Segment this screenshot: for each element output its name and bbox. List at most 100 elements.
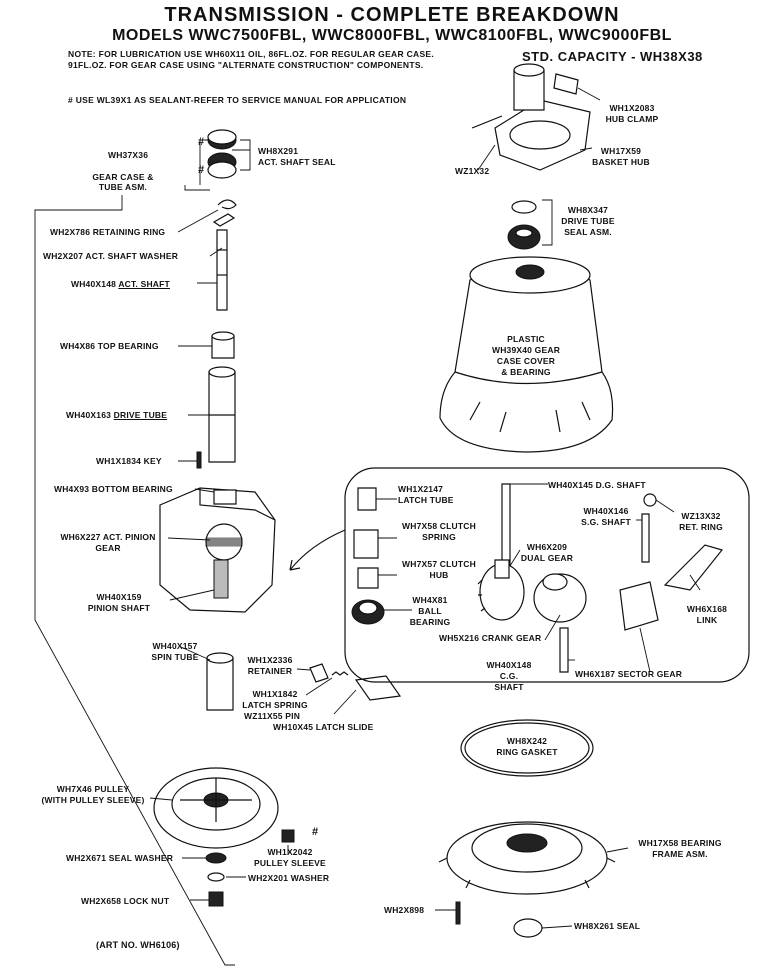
label-bearing-frame-line1: WH17X58 BEARING (638, 838, 722, 848)
ring-gasket-part (461, 720, 593, 776)
top-bearing-part (212, 332, 234, 358)
label-latch-tube-line1: WH1X2147 (398, 484, 444, 494)
latch-tube-part (358, 488, 376, 510)
washer-part (208, 873, 224, 881)
basket-hub-part (495, 64, 590, 170)
dual-gear-part (478, 560, 524, 620)
label-dual-gear-line2: DUAL GEAR (520, 553, 574, 563)
label-hub-clamp-line1: WH1X2083 (609, 103, 655, 113)
label-pulley-line1: WH7X46 PULLEY (56, 784, 130, 794)
label-ring-gasket-line1: WH8X242 (506, 736, 548, 746)
label-cover-line3: CASE COVER (496, 356, 556, 366)
label-latch-tube-line2: LATCH TUBE (398, 495, 454, 505)
label-wh37x36: WH37X36 (108, 150, 149, 160)
link-part (665, 545, 722, 590)
label-basket-hub-line2: BASKET HUB (592, 157, 650, 167)
label-spin-tube-line2: SPIN TUBE (151, 652, 199, 662)
label-wh2x898: WH2X898 (384, 905, 425, 915)
label-cover-line1: PLASTIC (507, 334, 545, 344)
label-basket-hub-line1: WH17X59 (600, 146, 642, 156)
label-spin-tube-line1: WH40X157 (152, 641, 198, 651)
sealant-hash-2: # (198, 164, 205, 176)
gear-case-cover-part (440, 257, 613, 452)
label-retainer-line1: WH1X2336 (247, 655, 293, 665)
gear-case-body (160, 488, 275, 612)
ret-ring-part (644, 494, 656, 506)
label-pinion-gear-line1: WH6X227 ACT. PINION (60, 532, 156, 542)
spin-tube-part (207, 653, 233, 710)
sealant-note: # USE WL39X1 AS SEALANT-REFER TO SERVICE… (68, 95, 407, 105)
drive-tube-name: DRIVE TUBE (113, 410, 168, 420)
label-sector-gear: WH6X187 SECTOR GEAR (575, 669, 683, 679)
act-shaft-part (217, 230, 227, 310)
key-part (197, 452, 201, 468)
label-clutch-hub-line2: HUB (429, 570, 449, 580)
label-pinion-shaft-line1: WH40X159 (96, 592, 142, 602)
models-line: MODELS WWC7500FBL, WWC8000FBL, WWC8100FB… (112, 27, 672, 44)
clutch-hub-part (358, 568, 378, 588)
label-hub-clamp-line2: HUB CLAMP (605, 114, 659, 124)
label-cg-shaft-line2: C.G. (499, 671, 519, 681)
label-pulley-sleeve-line1: WH1X2042 (267, 847, 313, 857)
cg-shaft-part (560, 628, 568, 672)
art-number: (ART NO. WH6106) (96, 940, 180, 950)
label-key: WH1X1834 KEY (96, 456, 162, 466)
gear-case-bracket (35, 185, 235, 965)
latch-spring-part (332, 672, 348, 675)
bearing-frame-part (439, 822, 615, 894)
crank-gear-part (534, 574, 586, 622)
label-retainer-line2: RETAINER (247, 666, 293, 676)
label-act-shaft-seal: ACT. SHAFT SEAL (258, 157, 336, 167)
label-cg-shaft-line3: SHAFT (494, 682, 524, 692)
label-lock-nut: WH2X658 LOCK NUT (81, 896, 170, 906)
label-gear-case-line2: TUBE ASM. (98, 182, 148, 192)
label-ball-bearing-line1: WH4X81 (412, 595, 448, 605)
label-sg-shaft-line1: WH40X146 (583, 506, 629, 516)
label-crank-gear: WH5X216 CRANK GEAR (439, 633, 542, 643)
act-shaft-name: ACT. SHAFT (118, 279, 170, 289)
label-top-bearing: WH4X86 TOP BEARING (60, 341, 159, 351)
hub-clamp-part (554, 74, 578, 94)
label-latch-spring-line2: LATCH SPRING (242, 700, 308, 710)
label-latch-slide: WH10X45 LATCH SLIDE (273, 722, 374, 732)
label-bottom-bearing: WH4X93 BOTTOM BEARING (54, 484, 173, 494)
screw-part (456, 902, 460, 924)
label-link-line1: WH6X168 (686, 604, 728, 614)
inset-box (345, 468, 749, 682)
sg-shaft-part (642, 514, 649, 562)
label-pinion-gear-line2: GEAR (95, 543, 121, 553)
label-ring-gasket-line2: RING GASKET (496, 747, 558, 757)
drive-tube-seal-part (508, 200, 552, 249)
label-drive-seal-line1: WH8X347 (567, 205, 609, 215)
label-gear-case-line1: GEAR CASE & (92, 172, 154, 182)
label-ball-bearing-line3: BEARING (409, 617, 451, 627)
drive-tube-pn: WH40X163 (66, 410, 114, 420)
label-dual-gear-line1: WH6X209 (526, 542, 568, 552)
label-link-line2: LINK (696, 615, 718, 625)
page-title: TRANSMISSION - COMPLETE BREAKDOWN (164, 4, 620, 26)
label-clutch-hub-line1: WH7X57 CLUTCH (402, 559, 476, 569)
label-wh8x261: WH8X261 SEAL (574, 921, 641, 931)
label-shaft-washer: WH2X207 ACT. SHAFT WASHER (43, 251, 179, 261)
label-act-shaft-seal-pn: WH8X291 (258, 146, 299, 156)
act-shaft-pn: WH40X148 (71, 279, 119, 289)
shaft-washer-part (214, 214, 234, 226)
standard-capacity: STD. CAPACITY - WH38X38 (522, 49, 703, 64)
label-seal-washer: WH2X671 SEAL WASHER (66, 853, 174, 863)
seal-washer-part (206, 853, 226, 863)
label-wz1x32: WZ1X32 (455, 166, 490, 176)
clutch-spring-part (354, 530, 378, 558)
inset-arrow (290, 530, 345, 570)
label-act-shaft: WH40X148 ACT. SHAFT (71, 279, 170, 289)
label-ball-bearing-line2: BALL (418, 606, 442, 616)
label-cover-line4: & BEARING (501, 367, 551, 377)
label-cover-line2: WH39X40 GEAR (491, 345, 561, 355)
pulley-sleeve-part (282, 830, 294, 842)
label-ret-ring-line1: WZ13X32 (681, 511, 721, 521)
label-drive-seal-line2: DRIVE TUBE (561, 216, 615, 226)
label-drive-tube: WH40X163 DRIVE TUBE (66, 410, 167, 420)
label-pin: WZ11X55 PIN (244, 711, 301, 721)
label-ret-ring-line2: RET. RING (679, 522, 723, 532)
sector-gear-part (620, 582, 658, 630)
